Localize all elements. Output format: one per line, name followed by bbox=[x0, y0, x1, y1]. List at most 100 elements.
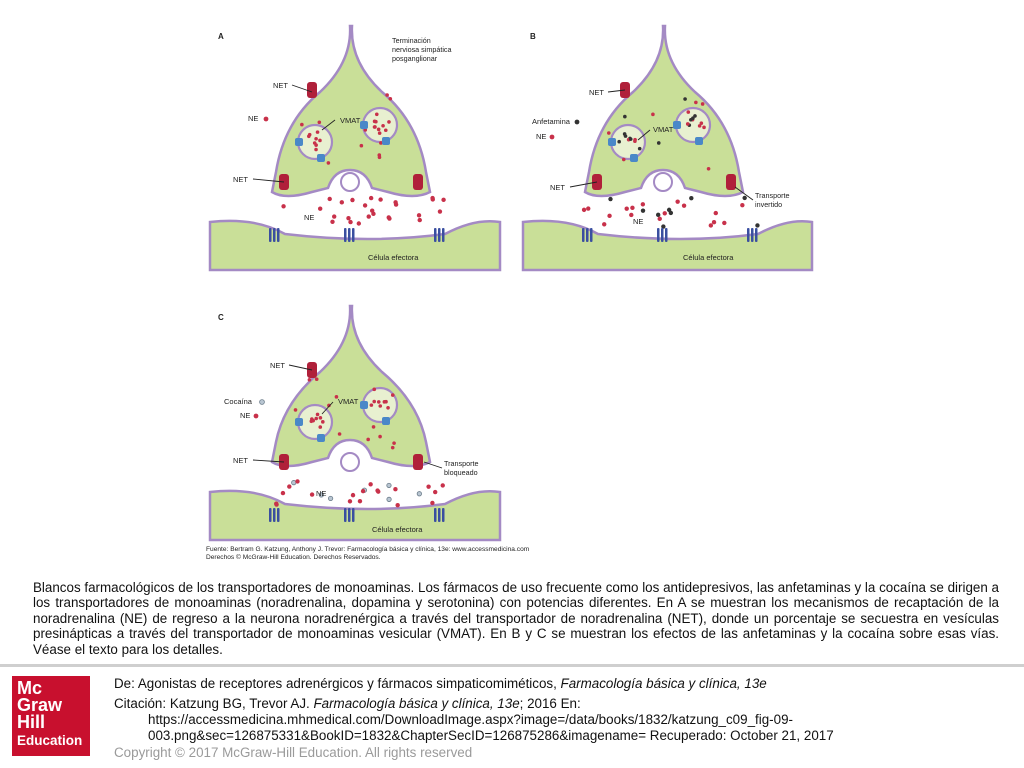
panel-b-net-top-label: NET bbox=[589, 88, 604, 97]
panel-b-reverse-label-2: invertido bbox=[755, 200, 782, 209]
ne-dot bbox=[633, 137, 637, 142]
pointer-line bbox=[291, 84, 313, 93]
ne-dot bbox=[363, 128, 368, 132]
ne-dot bbox=[606, 131, 611, 135]
pointer-line bbox=[607, 89, 626, 93]
ne-dot bbox=[385, 93, 389, 97]
panel-c-effector-label: Célula efectora bbox=[372, 525, 423, 534]
ne-dot bbox=[314, 147, 318, 152]
net-transporter bbox=[413, 454, 423, 470]
vmat-transporter bbox=[382, 417, 390, 425]
amphetamine-dot bbox=[683, 97, 687, 101]
fusing-vesicle bbox=[340, 172, 360, 192]
ne-dot bbox=[379, 141, 383, 145]
ne-dot bbox=[327, 403, 331, 408]
copyright-notice: Copyright © 2017 McGraw-Hill Education. … bbox=[114, 745, 473, 760]
from-prefix: De: Agonistas de receptores adrenérgicos… bbox=[114, 676, 561, 691]
ne-dot bbox=[372, 387, 377, 392]
ne-dot bbox=[368, 195, 374, 201]
ne-dot bbox=[366, 437, 370, 442]
panel-b-letter: B bbox=[530, 32, 536, 41]
ne-dot bbox=[383, 128, 388, 133]
ne-dot bbox=[330, 219, 335, 224]
receptor bbox=[751, 228, 754, 242]
receptor bbox=[434, 228, 437, 242]
logo-line-3: Hill bbox=[17, 712, 46, 732]
ne-dot bbox=[339, 200, 345, 205]
receptor bbox=[747, 228, 750, 242]
citation-book-title: Farmacología básica y clínica, 13e bbox=[313, 696, 520, 711]
ne-dot bbox=[348, 219, 353, 225]
amphetamine-dot bbox=[691, 116, 695, 121]
ne-dot bbox=[708, 223, 714, 228]
ne-dot bbox=[326, 161, 331, 165]
ne-dot bbox=[293, 408, 298, 412]
pointer-line bbox=[734, 186, 754, 201]
amphetamine-dot bbox=[656, 141, 661, 145]
ne-dot bbox=[368, 482, 373, 487]
ne-dot bbox=[426, 484, 431, 489]
ne-dot bbox=[332, 214, 337, 219]
receptor bbox=[348, 508, 351, 522]
ne-dot bbox=[350, 197, 355, 203]
ne-dot bbox=[378, 404, 383, 408]
panel-b-reverse-label-1: Transporte bbox=[755, 191, 790, 200]
receptor bbox=[344, 228, 347, 242]
amphetamine-dot bbox=[655, 212, 661, 218]
ne-dot bbox=[295, 479, 300, 484]
ne-dot bbox=[437, 209, 443, 214]
ne-dot bbox=[395, 502, 400, 508]
amphetamine-dot bbox=[608, 196, 613, 202]
ne-dot bbox=[416, 213, 422, 218]
panel-c-postsynaptic-cell bbox=[208, 489, 502, 542]
citation-url-line-2[interactable]: 003.png&sec=126875331&BookID=1832&Chapte… bbox=[148, 728, 834, 743]
citation-url-line-1[interactable]: https://accessmedicina.mhmedical.com/Dow… bbox=[148, 712, 793, 727]
panel-b-ne-legend-label: NE bbox=[536, 132, 546, 141]
logo-line-4: Education bbox=[17, 733, 83, 748]
ne-dot bbox=[337, 432, 342, 436]
citation-block: De: Agonistas de receptores adrenérgicos… bbox=[114, 676, 1014, 744]
ne-dot bbox=[607, 213, 612, 219]
ne-dot bbox=[372, 399, 377, 404]
pointer-line bbox=[637, 129, 651, 141]
panel-a: A Terminación nerviosa simpática posgang… bbox=[208, 24, 502, 272]
panel-c-blocked-label-2: bloqueado bbox=[444, 468, 478, 477]
ne-dot bbox=[300, 122, 304, 127]
ne-dot bbox=[281, 204, 286, 209]
ne-dot bbox=[430, 500, 435, 506]
ne-dot bbox=[350, 492, 356, 498]
ne-dot bbox=[376, 400, 381, 404]
ne-dot bbox=[722, 220, 727, 226]
ne-dot bbox=[686, 110, 691, 114]
ne-dot bbox=[376, 127, 381, 132]
amphetamine-dot bbox=[623, 114, 627, 119]
ne-dot bbox=[347, 499, 353, 504]
vesicle bbox=[674, 106, 712, 144]
ne-dot bbox=[382, 400, 387, 404]
amphetamine-legend-dot bbox=[574, 119, 580, 125]
ne-dot bbox=[621, 157, 626, 162]
panel-a-effector-label: Célula efectora bbox=[368, 253, 419, 262]
fusing-vesicle bbox=[653, 172, 673, 192]
amphetamine-dot bbox=[742, 195, 747, 201]
receptor bbox=[665, 228, 668, 242]
ne-dot bbox=[440, 483, 445, 488]
receptor bbox=[438, 228, 441, 242]
ne-dot bbox=[417, 217, 422, 223]
net-transporter bbox=[726, 174, 736, 190]
ne-dot bbox=[318, 138, 322, 143]
logo-line-1: Mc bbox=[17, 678, 43, 698]
cocaine-dot bbox=[416, 491, 422, 497]
ne-dot bbox=[381, 123, 385, 128]
ne-dot bbox=[309, 492, 315, 497]
ne-dot bbox=[390, 393, 395, 397]
ne-dot bbox=[307, 377, 312, 382]
ne-dot bbox=[346, 215, 351, 221]
amphetamine-dot bbox=[666, 207, 672, 213]
monoamine-transporter-figure: A Terminación nerviosa simpática posgang… bbox=[200, 22, 816, 562]
cocaine-dot bbox=[386, 496, 392, 502]
ne-dot bbox=[392, 441, 396, 445]
ne-dot bbox=[321, 420, 325, 424]
figure-source-line-1: Fuente: Bertram G. Katzung, Anthony J. T… bbox=[206, 546, 530, 553]
amphetamine-dot bbox=[640, 208, 646, 213]
